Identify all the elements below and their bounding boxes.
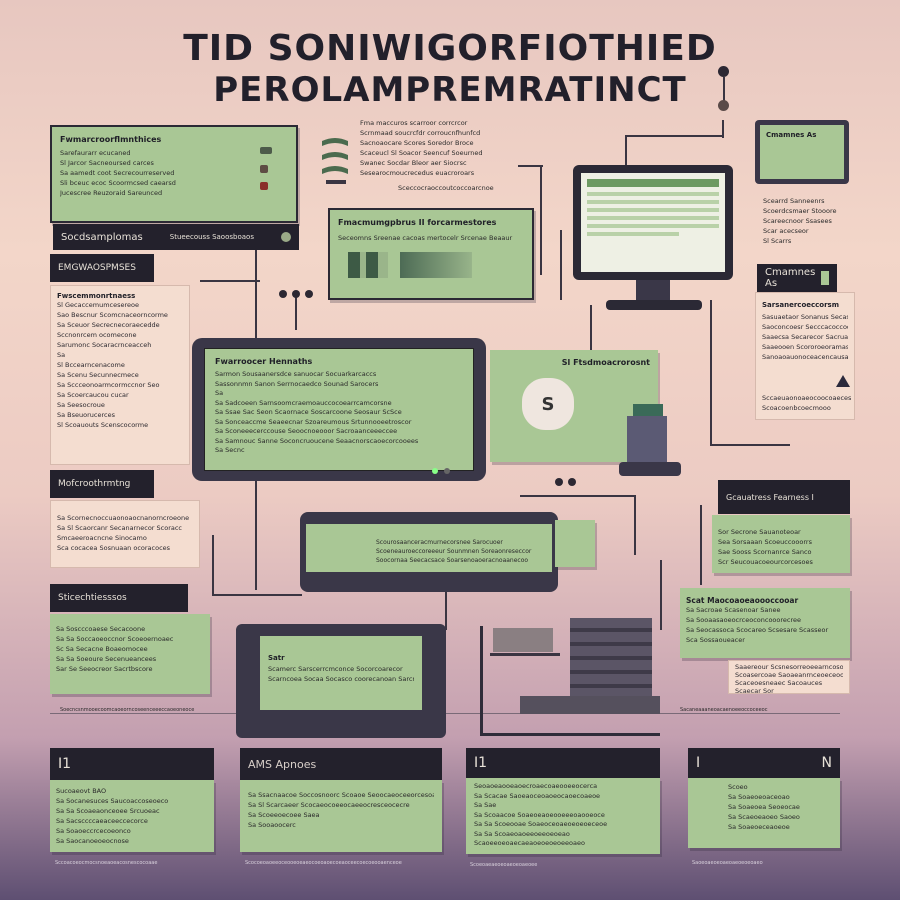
left-lower-label: Sticechtiesssos	[50, 584, 188, 612]
monitor-heading: Fwarroocer Hennaths	[215, 357, 313, 366]
bottom-card-3-header: I1	[466, 748, 660, 778]
center-bar-panel	[555, 520, 595, 567]
node-dot	[718, 100, 729, 111]
left-mid-label: Mofcroothrmtng	[50, 470, 154, 498]
top-center-footer: Sceccocraoccoutcoccoarcnoe	[398, 184, 494, 192]
server-base	[520, 696, 660, 714]
right-paper: Sarsanercoeccorsm Sasuaetaor Sonanus Sec…	[755, 292, 855, 420]
triangle-icon	[836, 375, 850, 387]
right-lower-footer: Sacaneaaaneoacaenoeeoccoceeoc	[680, 707, 768, 713]
left-section-label: EMGWAOSPMSES	[50, 254, 154, 282]
right-lower-panel: Scat Maocoaoeaoooccooar Sa Sacroae Scase…	[680, 588, 850, 658]
bottom-card-1-header: I1	[50, 748, 214, 780]
center-top-panel: Fmacmumgpbrus II forcarmestores Seceomns…	[328, 208, 534, 300]
bottom-card-4-footer: Saoeoaeoeoaeoaeoeoeoaeo	[692, 860, 763, 866]
top-left-footer: Socdsamplomas Stueecouss Saoosboaos	[53, 224, 299, 250]
server-stack	[570, 618, 652, 708]
server-block	[493, 628, 553, 652]
top-left-panel: Fwmarcroorflmnthices Sarefaurarr ecucane…	[50, 125, 298, 223]
server-frame	[480, 626, 660, 736]
status-dot	[281, 232, 291, 242]
page-title: TID SONIWIGORFIOTHIED	[183, 28, 717, 69]
footer-label: Socdsamplomas	[61, 231, 143, 243]
left-lower-footer: Soecncsnmooecoomcaoeorncoseenceeeccaoeon…	[60, 707, 195, 713]
center-monitor: Fwarroocer Hennaths Sarmon Sousaanersdce…	[192, 338, 486, 481]
bottom-card-3-footer: Scoeoaeaeoeoaeoeoaeoee	[470, 862, 538, 868]
bottom-card-2-header: AMS Apnoes	[240, 748, 442, 780]
bottom-card-1-footer: Sccoacoeocmocsnoeaoeacosnescocoaae	[55, 860, 158, 866]
right-tag: Cmamnes As	[757, 264, 837, 292]
badge-icon: S	[522, 378, 574, 430]
monitor-heading: Cmamnes As	[766, 131, 817, 139]
monitor-stand	[636, 280, 670, 302]
tablet: Satr Scamerc Sarscerrcmconce Socorcoarec…	[236, 624, 446, 738]
tag-label: Cmamnes As	[765, 267, 816, 289]
panel-heading: Fwmarcroorflmnthices	[60, 135, 162, 144]
panel-heading: Fmacmumgpbrus II forcarmestores	[338, 218, 497, 227]
bottom-card-2-footer: Scocoeoaoeeoceooeoeaeocoeoaoecoeaoceecoe…	[245, 860, 402, 866]
bottom-card-4-header: I N	[688, 748, 840, 778]
footer-label: Stueecouss Saoosboaos	[169, 233, 254, 241]
small-monitor: Cmamnes As	[755, 120, 849, 184]
monitor-base	[606, 300, 702, 310]
node-dot	[718, 66, 729, 77]
desktop-monitor	[573, 165, 733, 280]
panel-text: Seceomns Sreenae cacoas mertocelr Srcena…	[338, 234, 513, 242]
printer-icon	[619, 404, 681, 476]
page-subtitle: PEROLAMPREMRATINCT	[213, 70, 687, 110]
right-mid-label: Gcauatress Fearness I	[718, 480, 850, 514]
stack-icon	[322, 138, 348, 184]
monitor-text: Sarmon Sousaanersdce sanuocar Socuarkarc…	[215, 370, 419, 454]
bottom-card-2: Sa Ssacnaacoe Soccosnoorc Scoaoe Seoocae…	[240, 780, 442, 852]
center-right-panel: Sl Ftsdmoacrorosnt S	[490, 350, 658, 462]
